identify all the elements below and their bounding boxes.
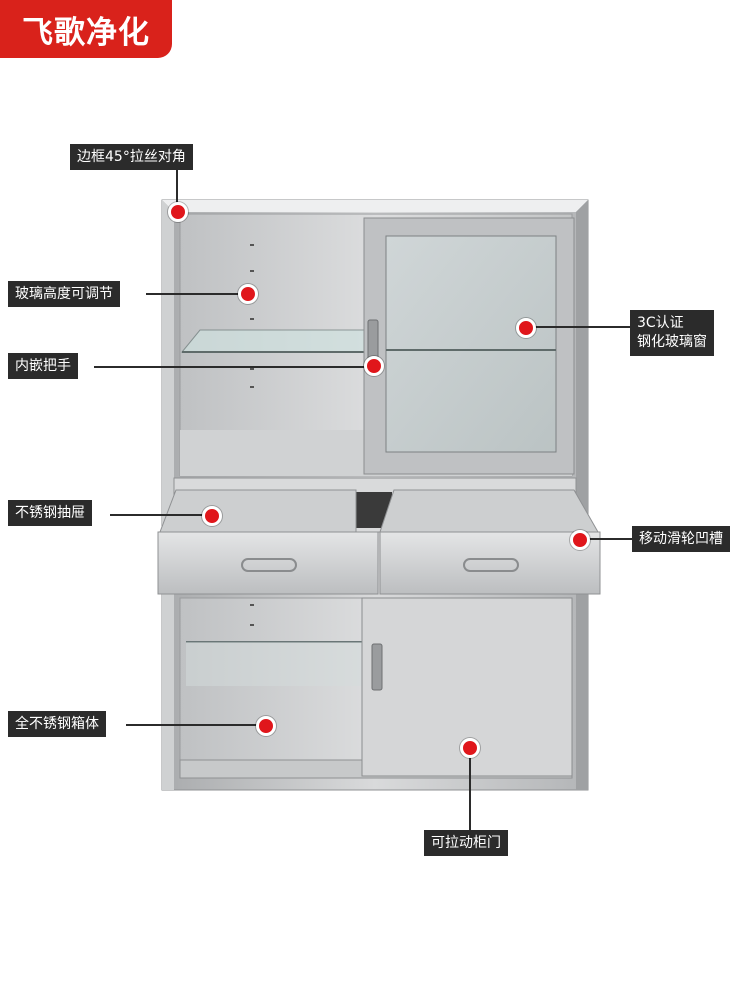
label-glass-window: 3C认证 钢化玻璃窗: [630, 310, 714, 356]
marker-dot-handle: [364, 356, 384, 376]
label-door: 可拉动柜门: [424, 830, 508, 856]
leader-line-door: [469, 748, 471, 832]
leader-line-glass-height: [146, 293, 248, 295]
left-drawer: [157, 489, 379, 595]
label-rail: 移动滑轮凹槽: [632, 526, 730, 552]
marker-dot-frame: [168, 202, 188, 222]
brand-badge: 飞歌净化: [0, 0, 172, 58]
leader-line-drawer: [110, 514, 212, 516]
marker-dot-glass-window: [516, 318, 536, 338]
brand-text: 飞歌净化: [22, 14, 150, 51]
marker-dot-door: [460, 738, 480, 758]
leader-line-handle: [94, 366, 374, 368]
marker-dot-drawer: [202, 506, 222, 526]
glass-sliding-door: [363, 217, 575, 475]
leader-line-glass-window: [524, 326, 630, 328]
marker-dot-body: [256, 716, 276, 736]
label-glass-window-line2: 钢化玻璃窗: [637, 334, 707, 350]
label-glass-height: 玻璃高度可调节: [8, 281, 120, 307]
marker-dot-glass-height: [238, 284, 258, 304]
label-glass-window-line1: 3C认证: [637, 315, 684, 331]
leader-line-body: [126, 724, 264, 726]
label-handle: 内嵌把手: [8, 353, 78, 379]
label-frame: 边框45°拉丝对角: [70, 144, 193, 170]
label-drawer: 不锈钢抽屉: [8, 500, 92, 526]
right-drawer: [379, 489, 601, 595]
label-body: 全不锈钢箱体: [8, 711, 106, 737]
marker-dot-rail: [570, 530, 590, 550]
leader-line-rail: [578, 538, 632, 540]
leader-line-frame: [176, 170, 178, 212]
